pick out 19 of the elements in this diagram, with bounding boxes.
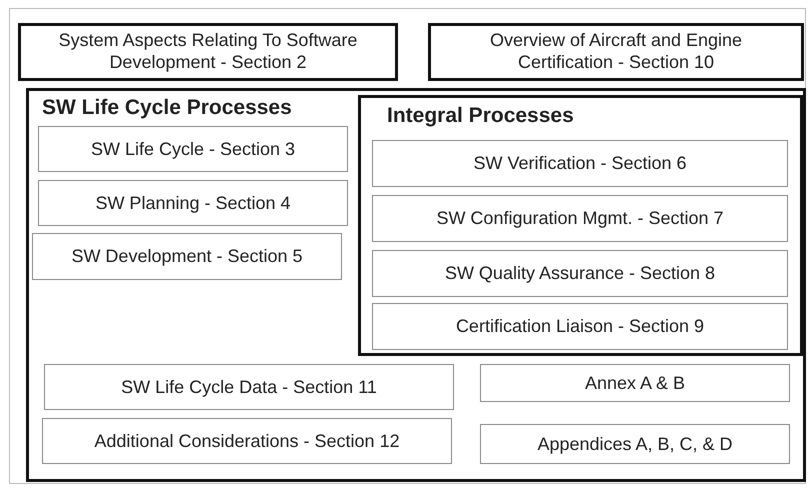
box-title: System Aspects Relating To Software Development - Section 2 [58, 30, 358, 74]
section-box: SW Planning - Section 4 [38, 180, 348, 226]
section-box: SW Quality Assurance - Section 8 [372, 250, 788, 297]
section-box: SW Configuration Mgmt. - Section 7 [372, 195, 788, 242]
section-box: SW Development - Section 5 [32, 233, 342, 280]
section-box: SW Life Cycle - Section 3 [38, 126, 348, 172]
section-box: SW Life Cycle Data - Section 11 [44, 364, 454, 410]
section-box: SW Verification - Section 6 [372, 140, 788, 187]
process-group-panel [26, 88, 806, 482]
section-box [428, 23, 804, 81]
section-box: Annex A & B [480, 364, 790, 402]
box-title: Overview of Aircraft and Engine Certification - Section 10 [488, 30, 744, 74]
group-heading: Integral Processes [387, 104, 574, 128]
section-box: Additional Considerations - Section 12 [42, 418, 452, 464]
section-box: Appendices A, B, C, & D [480, 424, 790, 464]
section-box [18, 23, 398, 81]
process-group-panel [358, 95, 803, 356]
section-box: Certification Liaison - Section 9 [372, 303, 788, 350]
group-heading: SW Life Cycle Processes [42, 96, 292, 120]
